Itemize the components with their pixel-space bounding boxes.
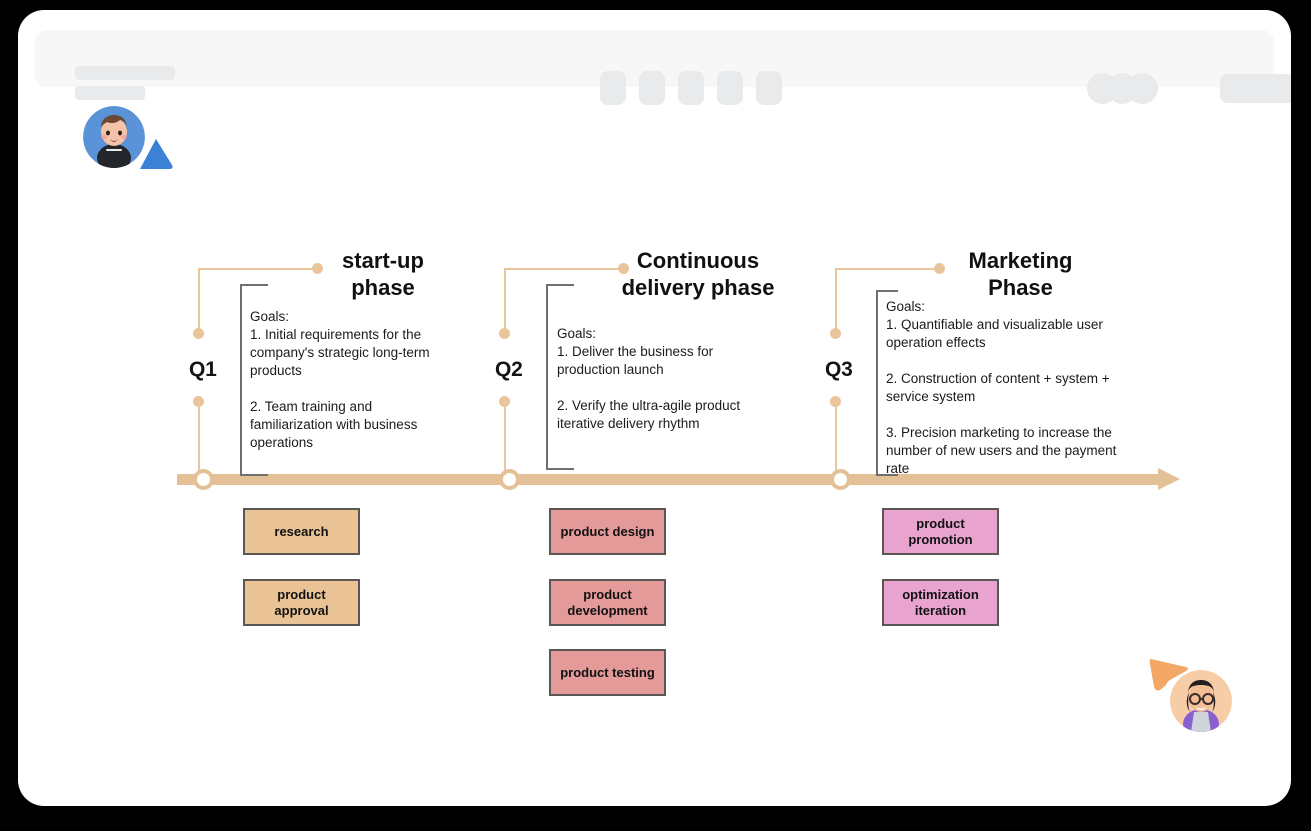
q1-task-box-2[interactable]: product approval (243, 579, 360, 626)
q1-stem (198, 401, 200, 475)
q1-phase-title: start-up phase (342, 248, 424, 300)
q2-connector-start-dot (499, 328, 510, 339)
app-window-card: Q1 start-up phase Goals: 1. Initial requ… (18, 10, 1291, 806)
toolbar-tool-placeholder-4[interactable] (717, 71, 743, 105)
q3-goals-text: Goals: 1. Quantifiable and visualizable … (886, 299, 1117, 476)
toolbar-avatar-placeholder-3[interactable] (1127, 73, 1158, 104)
avatar-illustration-icon (1170, 670, 1232, 732)
q3-connector-horizontal (835, 268, 940, 270)
toolbar-title-placeholder (75, 66, 175, 80)
collaborator-avatar-top-left (83, 106, 145, 168)
q2-connector-vertical (504, 268, 506, 334)
q2-axis-node[interactable] (499, 469, 520, 490)
timeline-arrow-icon (1158, 468, 1180, 490)
collaborator-avatar-bottom-right (1170, 670, 1232, 732)
cursor-pointer-icon (140, 139, 173, 169)
q2-task-box-1[interactable]: product design (549, 508, 666, 555)
q3-connector-end-dot (934, 263, 945, 274)
q2-connector-end-dot (618, 263, 629, 274)
app-toolbar (35, 30, 1291, 105)
collaborator-cursor-bottom-right (1148, 654, 1190, 692)
q1-quarter-label: Q1 (189, 358, 217, 381)
q1-connector-end-dot (312, 263, 323, 274)
q2-phase-title: Continuous delivery phase (621, 248, 775, 300)
q2-task-box-2[interactable]: product development (549, 579, 666, 626)
q1-axis-node[interactable] (193, 469, 214, 490)
q1-bracket (240, 284, 268, 476)
q1-connector-start-dot (193, 328, 204, 339)
q2-quarter-label: Q2 (495, 358, 523, 381)
collaborator-cursor-top-left (134, 135, 176, 173)
q3-task-box-1[interactable]: product promotion (882, 508, 999, 555)
q3-task-box-2[interactable]: optimization iteration (882, 579, 999, 626)
avatar-illustration-icon (83, 106, 145, 168)
q3-connector-start-dot (830, 328, 841, 339)
q2-stem (504, 401, 506, 475)
q3-phase-title: Marketing Phase (968, 248, 1073, 300)
toolbar-tool-placeholder-1[interactable] (600, 71, 626, 105)
timeline-axis (177, 474, 1167, 485)
q2-bracket (546, 284, 574, 470)
q3-connector-vertical (835, 268, 837, 334)
toolbar-tool-placeholder-2[interactable] (639, 71, 665, 105)
q2-connector-horizontal (504, 268, 624, 270)
q3-axis-node[interactable] (830, 469, 851, 490)
cursor-pointer-icon (1149, 659, 1188, 691)
toolbar-action-button-placeholder[interactable] (1220, 74, 1291, 103)
q3-quarter-label: Q3 (825, 358, 853, 381)
q2-goals-text: Goals: 1. Deliver the business for produ… (557, 326, 741, 431)
toolbar-tool-placeholder-5[interactable] (756, 71, 782, 105)
q2-task-box-3[interactable]: product testing (549, 649, 666, 696)
q1-goals-text: Goals: 1. Initial requirements for the c… (250, 309, 430, 450)
q1-connector-vertical (198, 268, 200, 334)
q3-stem (835, 401, 837, 475)
q1-connector-horizontal (198, 268, 318, 270)
q1-task-box-1[interactable]: research (243, 508, 360, 555)
toolbar-subtitle-placeholder (75, 86, 145, 100)
toolbar-tool-placeholder-3[interactable] (678, 71, 704, 105)
q3-bracket (876, 290, 898, 476)
